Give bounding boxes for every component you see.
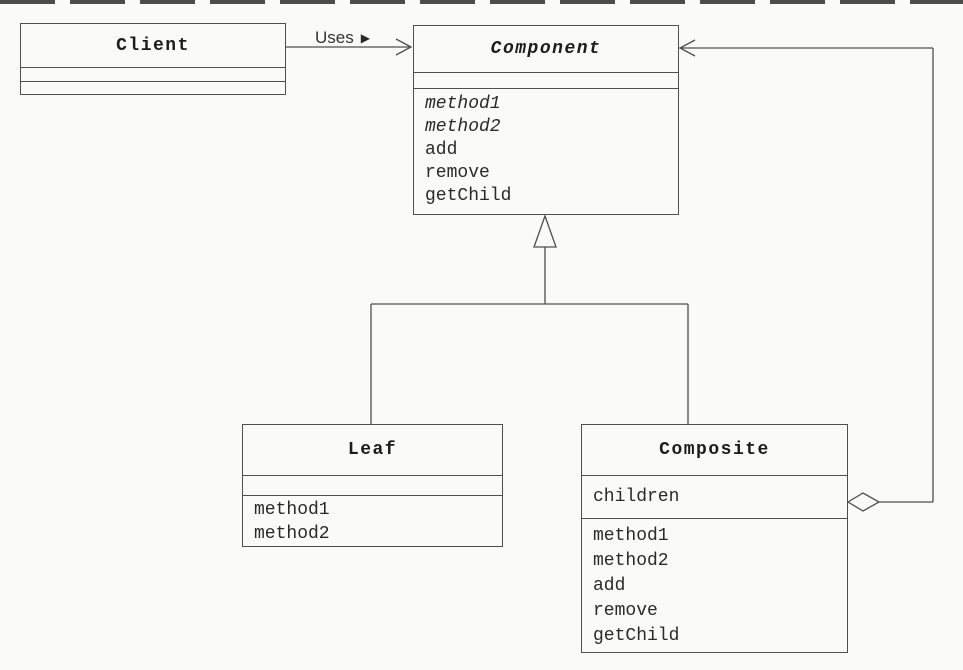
attributes-compartment-client: [21, 68, 285, 82]
open-arrowhead-icon: [395, 38, 413, 56]
methods-compartment-composite: method1 method2 add remove getChild: [582, 519, 847, 652]
method-item: remove: [425, 163, 490, 183]
method-item: method2: [254, 524, 330, 544]
aggregation-diamond-icon: [846, 492, 881, 512]
uses-label-text: Uses: [315, 28, 354, 47]
attributes-compartment-leaf: [243, 476, 502, 496]
attributes-compartment-composite: children: [582, 476, 847, 519]
open-arrowhead-icon: [678, 39, 696, 57]
method-item: getChild: [425, 186, 512, 206]
method-item: method2: [593, 551, 669, 571]
class-name-component: Component: [414, 26, 678, 73]
method-item: method1: [254, 500, 330, 520]
direction-marker-icon: ▶: [360, 31, 370, 45]
association-label-uses: Uses ▶: [315, 28, 370, 48]
scan-artifact-top-edge: [0, 0, 963, 4]
class-name-leaf: Leaf: [243, 425, 502, 476]
class-box-client: Client: [20, 23, 286, 95]
attributes-compartment-component: [414, 73, 678, 89]
generalization-triangle-icon: [533, 214, 557, 248]
method-item: method1: [593, 526, 669, 546]
class-box-composite: Composite children method1 method2 add r…: [581, 424, 848, 653]
class-name-client: Client: [21, 24, 285, 68]
methods-compartment-client: [21, 82, 285, 94]
method-item: add: [425, 140, 458, 160]
method-item: add: [593, 576, 626, 596]
method-item: method1: [425, 94, 501, 114]
method-item: method2: [425, 117, 501, 137]
method-item: getChild: [593, 626, 680, 646]
methods-compartment-leaf: method1 method2: [243, 496, 502, 546]
method-item: remove: [593, 601, 658, 621]
methods-compartment-component: method1 method2 add remove getChild: [414, 89, 678, 214]
attribute-item: children: [593, 487, 680, 507]
class-box-component: Component method1 method2 add remove get…: [413, 25, 679, 215]
class-box-leaf: Leaf method1 method2: [242, 424, 503, 547]
class-name-composite: Composite: [582, 425, 847, 476]
